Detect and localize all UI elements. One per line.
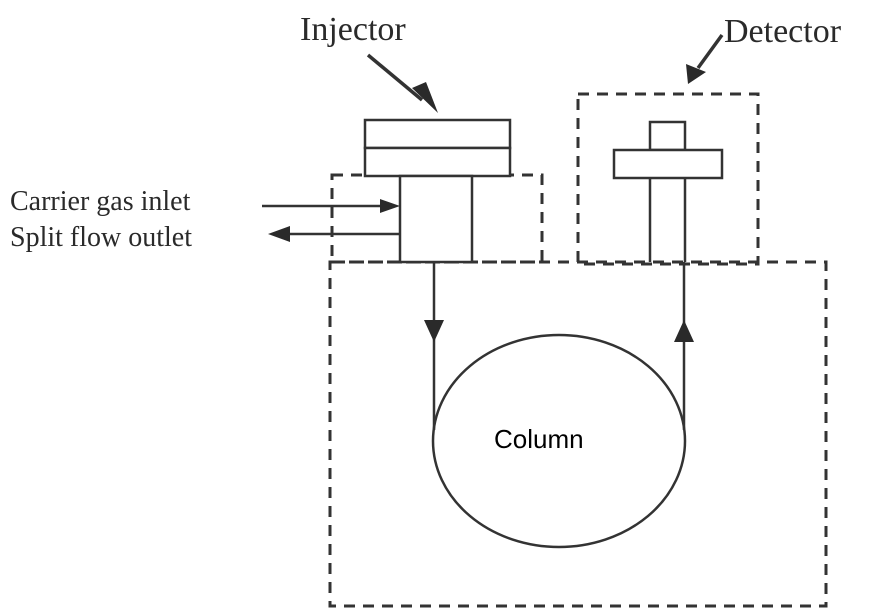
flow-down-arrow	[424, 320, 444, 342]
injector-pointer-arrowhead	[412, 82, 438, 113]
injector-pointer-line	[366, 53, 424, 102]
injector-stem	[398, 174, 474, 264]
split-flow-outlet-arrowhead	[268, 226, 290, 242]
carrier-gas-inlet-arrowhead	[380, 199, 400, 213]
detector-flange	[612, 148, 724, 180]
carrier-gas-inlet-label: Carrier gas inlet	[10, 186, 191, 217]
injector-middle-block	[363, 146, 512, 178]
injector-top-block	[363, 118, 512, 150]
detector-pointer-arrowhead	[686, 64, 706, 84]
detector-zone	[576, 92, 760, 266]
injector-label: Injector	[300, 11, 406, 48]
split-flow-outlet-label: Split flow outlet	[10, 222, 192, 253]
detector-pointer-line	[696, 33, 724, 70]
detector-label: Detector	[724, 13, 842, 50]
column-coil	[431, 333, 687, 549]
detector-cap	[648, 120, 687, 152]
column-label: Column	[494, 424, 584, 454]
flow-up-arrow	[674, 320, 694, 342]
